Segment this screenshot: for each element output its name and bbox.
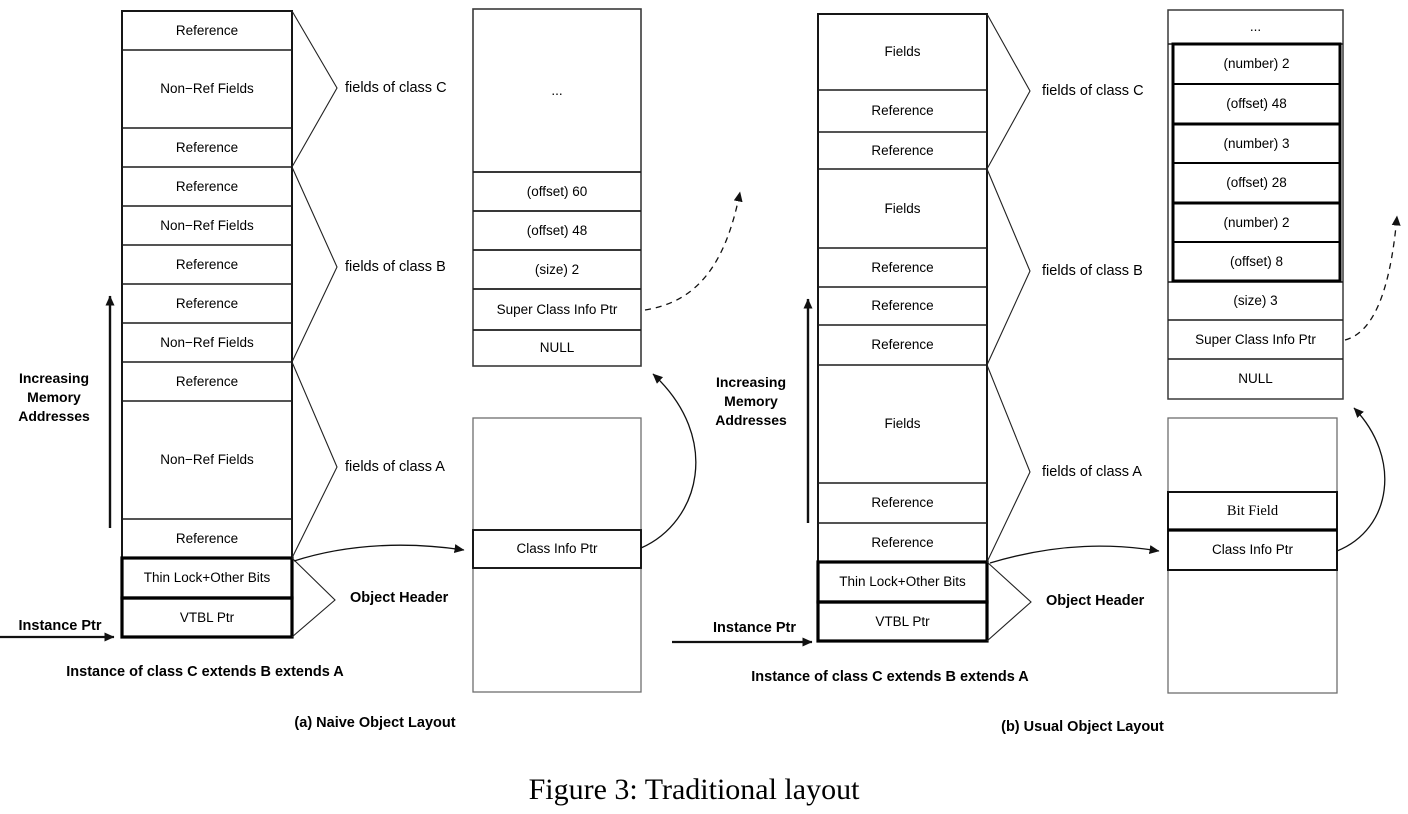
class-table-row: (size) 3 (1233, 293, 1278, 309)
class-table-row: (offset) 60 (526, 183, 588, 199)
object-cell: Reference (175, 256, 239, 272)
figure-caption: Figure 3: Traditional layout (528, 772, 860, 806)
memory-label-line: Increasing (715, 374, 787, 390)
class-info-ptr-cell: Class Info Ptr (516, 541, 598, 557)
instance-caption: Instance of class C extends B extends A (751, 668, 1029, 685)
class-table-row: (offset) 8 (1229, 253, 1284, 269)
memory-addresses-label: Increasing Memory Addresses (699, 373, 803, 430)
object-header-label: Object Header (350, 590, 449, 607)
vtbl-ptr-cell: VTBL Ptr (875, 613, 930, 629)
brace-class-c-b (986, 13, 1031, 170)
brace-class-a-b (986, 364, 1031, 563)
memory-label-line: Addresses (18, 408, 90, 424)
object-cell: Reference (871, 534, 934, 550)
thin-lock-cell: Thin Lock+Other Bits (839, 574, 966, 590)
brace-class-c-a (291, 10, 338, 168)
memory-label-line: Memory (27, 389, 81, 405)
class-info-table-dividers-a (473, 171, 641, 331)
super-class-info-ptr-cell: Super Class Info Ptr (1195, 331, 1316, 347)
class-info-table-outline-b (1167, 9, 1344, 400)
class-info-ptr-cell: Class Info Ptr (1211, 542, 1294, 558)
thin-lock-cell: Thin Lock+Other Bits (143, 570, 271, 586)
brace-object-header-a (291, 557, 336, 638)
object-cell: Non−Ref Fields (160, 452, 254, 468)
object-cell: Reference (175, 178, 239, 194)
group-label-class-b: fields of class B (1042, 263, 1143, 280)
memory-label-line: Memory (724, 393, 778, 409)
brace-class-b-b (986, 168, 1031, 366)
class-table-row: (offset) 48 (1226, 96, 1287, 112)
object-cell: Reference (871, 337, 934, 353)
object-cell: Fields (884, 200, 921, 216)
object-cell: Reference (871, 142, 934, 158)
null-cell: NULL (1238, 371, 1273, 387)
instance-caption: Instance of class C extends B extends A (66, 663, 344, 680)
object-cell: Reference (175, 22, 239, 38)
arrow-super-class-dashed-a (644, 191, 743, 311)
memory-label-line: Addresses (715, 412, 787, 428)
object-cell: Reference (175, 373, 239, 389)
class-table-row: (offset) 28 (1226, 175, 1287, 191)
vtbl-cell-outline-a (120, 596, 294, 639)
brace-class-b-a (291, 166, 338, 363)
object-cell: Reference (175, 139, 239, 155)
vtbl-ptr-cell: VTBL Ptr (179, 609, 235, 625)
brace-class-a-a (291, 361, 338, 559)
group-label-class-a: fields of class A (1042, 464, 1142, 481)
object-cell: Reference (871, 495, 934, 511)
memory-addresses-label: Increasing Memory Addresses (2, 369, 106, 426)
object-cell: Fields (884, 416, 921, 432)
arrow-super-class-dashed-b (1344, 215, 1401, 341)
class-info-table-outline-a (472, 8, 642, 367)
arrow-header-to-class-info-b (989, 545, 1160, 564)
object-cell: Fields (884, 44, 921, 60)
memory-label-line: Increasing (18, 370, 90, 386)
class-table-row: (number) 2 (1223, 214, 1290, 230)
class-table-row: (offset) 48 (526, 222, 588, 238)
class-info-pair-boxes-b (1171, 42, 1342, 283)
instance-ptr-label: Instance Ptr (713, 620, 796, 637)
brace-object-header-b (986, 561, 1032, 642)
group-label-class-c: fields of class C (345, 80, 447, 97)
object-cell: Reference (871, 259, 934, 275)
object-cell: Reference (871, 103, 934, 119)
class-info-ptr-cell-outline-a (472, 529, 642, 569)
class-table-row: (number) 2 (1223, 56, 1290, 72)
panel-a-caption: (a) Naive Object Layout (294, 714, 456, 731)
object-stack-dividers-a (122, 49, 292, 520)
object-cell: Non−Ref Fields (160, 217, 254, 233)
object-stack-dividers-b (818, 89, 987, 524)
class-table-row: (number) 3 (1223, 135, 1290, 151)
group-label-class-a: fields of class A (345, 459, 445, 476)
object-cell: Non−Ref Fields (160, 81, 254, 97)
object-header-label: Object Header (1046, 593, 1145, 610)
object-cell: Reference (175, 530, 239, 546)
super-class-info-ptr-cell: Super Class Info Ptr (496, 301, 618, 317)
null-cell: NULL (539, 340, 575, 356)
object-cell: Reference (871, 298, 934, 314)
panel-b-caption: (b) Usual Object Layout (1001, 718, 1164, 735)
object-cell: Reference (175, 295, 239, 311)
arrow-header-to-class-info-a (293, 544, 465, 562)
bit-field-cell: Bit Field (1226, 502, 1279, 519)
group-label-class-b: fields of class B (345, 259, 446, 276)
vtbl-cell-outline-b (816, 600, 989, 643)
object-cell: Non−Ref Fields (160, 334, 254, 350)
arrow-class-info-to-table-a (640, 373, 697, 549)
class-table-ellipsis: ... (1249, 19, 1262, 35)
class-table-row: (size) 2 (534, 261, 580, 277)
class-table-ellipsis: ... (551, 82, 563, 98)
group-label-class-c: fields of class C (1042, 83, 1144, 100)
instance-ptr-label: Instance Ptr (18, 618, 102, 635)
arrow-class-info-to-table-b (1336, 407, 1386, 552)
